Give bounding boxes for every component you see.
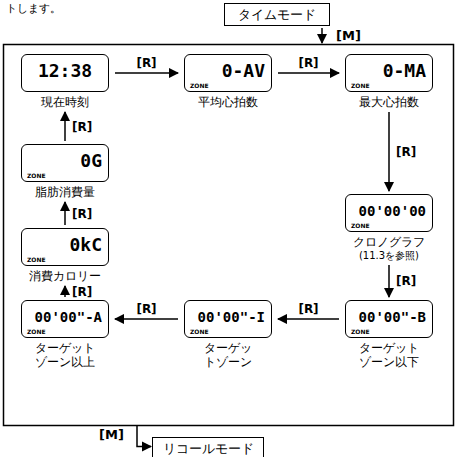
- button-label: [R]: [135, 302, 157, 316]
- mode-name: リコールモード: [157, 440, 259, 457]
- display-panel: 0-AVZONE 平均心拍数: [184, 54, 272, 109]
- lcd-screen: 0-AVZONE: [184, 54, 272, 92]
- mode-box: タイムモード: [224, 3, 330, 26]
- page-text: トします。: [6, 1, 61, 16]
- mode-arrow-in: [321, 28, 323, 43]
- flow-arrow: [64, 286, 66, 297]
- display-panel: 12:38 現在時刻: [21, 54, 109, 109]
- flow-arrow: [115, 318, 178, 320]
- display-panel: 00'00"-BZONE ターゲット ゾーン以下: [345, 300, 433, 369]
- lcd-readout: 00'00"-B: [346, 301, 432, 327]
- flow-arrow: [64, 202, 66, 225]
- display-caption: クロノグラフ: [345, 235, 433, 249]
- lcd-readout: 00'00"-A: [22, 301, 108, 327]
- flow-arrow: [388, 112, 390, 191]
- button-label: [R]: [395, 274, 417, 288]
- flow-arrow: [115, 72, 178, 74]
- zone-indicator: ZONE: [27, 256, 46, 263]
- mode-arrow-out: [137, 426, 151, 447]
- zone-indicator: ZONE: [27, 328, 46, 335]
- button-label: [R]: [71, 120, 93, 134]
- display-caption: ターゲット ゾーン以上: [21, 341, 109, 369]
- display-caption: 消費カロリー: [21, 269, 109, 283]
- mode-box: リコールモード: [152, 437, 264, 457]
- zone-indicator: ZONE: [351, 222, 370, 229]
- lcd-readout: 00'00'00: [346, 195, 432, 221]
- lcd-readout: 0kC: [22, 229, 108, 255]
- zone-indicator: ZONE: [351, 82, 370, 89]
- lcd-screen: 00'00"-AZONE: [21, 300, 109, 338]
- display-panel: 0-MAZONE 最大心拍数: [345, 54, 433, 109]
- lcd-screen: 00'00"-IZONE: [184, 300, 272, 338]
- lcd-screen: 0GZONE: [21, 144, 109, 182]
- lcd-screen: 0kCZONE: [21, 228, 109, 266]
- key-label: [M]: [336, 28, 361, 43]
- flow-arrow: [278, 318, 339, 320]
- lcd-readout: 0-AV: [185, 55, 271, 81]
- display-caption: 脂肪消費量: [21, 185, 109, 199]
- zone-indicator: ZONE: [27, 172, 46, 179]
- button-label: [R]: [71, 207, 93, 221]
- lcd-readout: 0-MA: [346, 55, 432, 81]
- button-label: [R]: [71, 285, 93, 299]
- zone-indicator: ZONE: [190, 82, 209, 89]
- flow-arrow: [278, 72, 339, 74]
- lcd-readout: 00'00"-I: [185, 301, 271, 327]
- lcd-screen: 00'00'00ZONE: [345, 194, 433, 232]
- lcd-screen: 00'00"-BZONE: [345, 300, 433, 338]
- display-caption: ターゲット ゾーン以下: [345, 341, 433, 369]
- zone-indicator: ZONE: [190, 328, 209, 335]
- button-label: [R]: [297, 56, 319, 70]
- lcd-screen: 0-MAZONE: [345, 54, 433, 92]
- flow-arrow: [64, 112, 66, 141]
- display-panel: 00'00'00ZONE クロノグラフ(11.3を参照): [345, 194, 433, 262]
- lcd-readout: 12:38: [22, 55, 108, 81]
- zone-indicator: ZONE: [351, 328, 370, 335]
- frame-outline: [4, 45, 454, 426]
- button-label: [R]: [395, 145, 417, 159]
- display-panel: 0kCZONE 消費カロリー: [21, 228, 109, 283]
- display-caption: 現在時刻: [21, 95, 109, 109]
- lcd-readout: 0G: [22, 145, 108, 171]
- display-caption: 最大心拍数: [345, 95, 433, 109]
- display-panel: 0GZONE 脂肪消費量: [21, 144, 109, 199]
- button-label: [R]: [297, 302, 319, 316]
- lcd-screen: 12:38: [21, 54, 109, 92]
- reference-note: (11.3を参照): [345, 249, 433, 262]
- display-panel: 00'00"-IZONE ターゲッ トゾーン: [184, 300, 272, 369]
- flow-arrow: [388, 265, 390, 297]
- key-label: [M]: [99, 427, 124, 442]
- display-caption: 平均心拍数: [184, 95, 272, 109]
- display-caption: ターゲッ トゾーン: [184, 341, 272, 369]
- display-panel: 00'00"-AZONE ターゲット ゾーン以上: [21, 300, 109, 369]
- button-label: [R]: [135, 56, 157, 70]
- mode-name: タイムモード: [229, 6, 325, 23]
